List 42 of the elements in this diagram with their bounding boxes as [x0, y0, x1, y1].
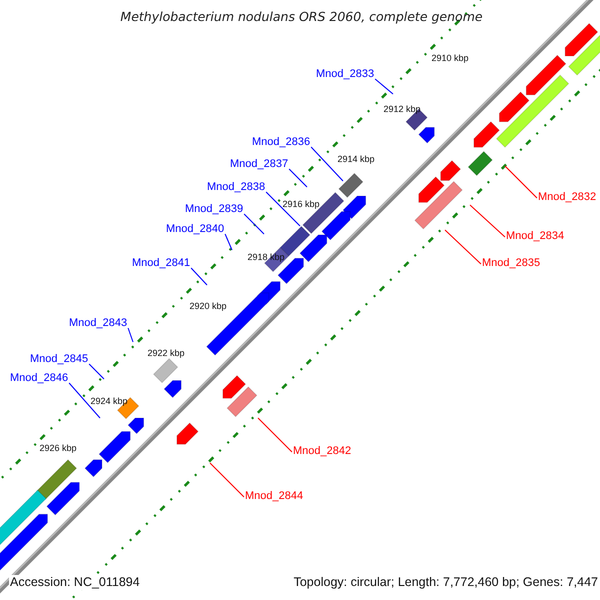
gene-label: Mnod_2841	[132, 258, 190, 269]
gene-label: Mnod_2846	[10, 373, 68, 384]
gene-label: Mnod_2836	[252, 137, 310, 148]
leader-line	[444, 230, 482, 264]
gene-label: Mnod_2839	[185, 204, 244, 215]
title: Methylobacterium nodulans ORS 2060, complete genome	[119, 11, 484, 24]
gene-label: Mnod_2834	[506, 231, 564, 242]
gene-label: Mnod_2835	[482, 258, 540, 269]
leader-line	[88, 364, 104, 380]
gene-label: Mnod_2832	[538, 192, 596, 203]
gene-label: Mnod_2840	[166, 224, 224, 235]
scale-tick-label: 2924 kbp	[90, 397, 128, 406]
accession-note: Accession: NC_011894	[9, 575, 141, 590]
leader-line	[128, 328, 134, 342]
leader-line	[470, 204, 506, 238]
gene-label: Mnod_2843	[69, 318, 128, 329]
scale-tick-label: 2922 kbp	[147, 349, 185, 358]
leader-line	[504, 166, 538, 198]
scale-tick-label: 2916 kbp	[282, 200, 320, 209]
gene-label: Mnod_2838	[207, 182, 266, 193]
leader-line	[224, 234, 232, 250]
scale-tick-label: 2912 kbp	[383, 105, 421, 114]
gene-label: Mnod_2844	[245, 491, 304, 502]
genome-info-note: Topology: circular; Length: 7,772,460 bp; Genes: 7,447	[292, 575, 599, 590]
leader-line	[310, 146, 344, 182]
scale-tick-label: 2914 kbp	[337, 155, 375, 164]
leader-line	[210, 462, 244, 498]
leader-line	[258, 418, 292, 452]
scale-tick-label: 2918 kbp	[247, 253, 285, 262]
leader-line	[244, 214, 264, 234]
gene-label: Mnod_2837	[230, 159, 288, 170]
scale-tick-label: 2920 kbp	[189, 302, 227, 311]
leader-line	[68, 382, 100, 418]
leader-line	[266, 192, 300, 226]
leader-line	[190, 268, 208, 286]
leader-line	[288, 168, 308, 188]
gene-label: Mnod_2833	[316, 69, 374, 80]
scale-tick-label: 2926 kbp	[39, 444, 77, 453]
scale-tick-label: 2910 kbp	[431, 54, 469, 63]
gene-label: Mnod_2845	[30, 354, 88, 365]
gene-label: Mnod_2842	[293, 446, 352, 457]
leader-line	[374, 78, 394, 94]
